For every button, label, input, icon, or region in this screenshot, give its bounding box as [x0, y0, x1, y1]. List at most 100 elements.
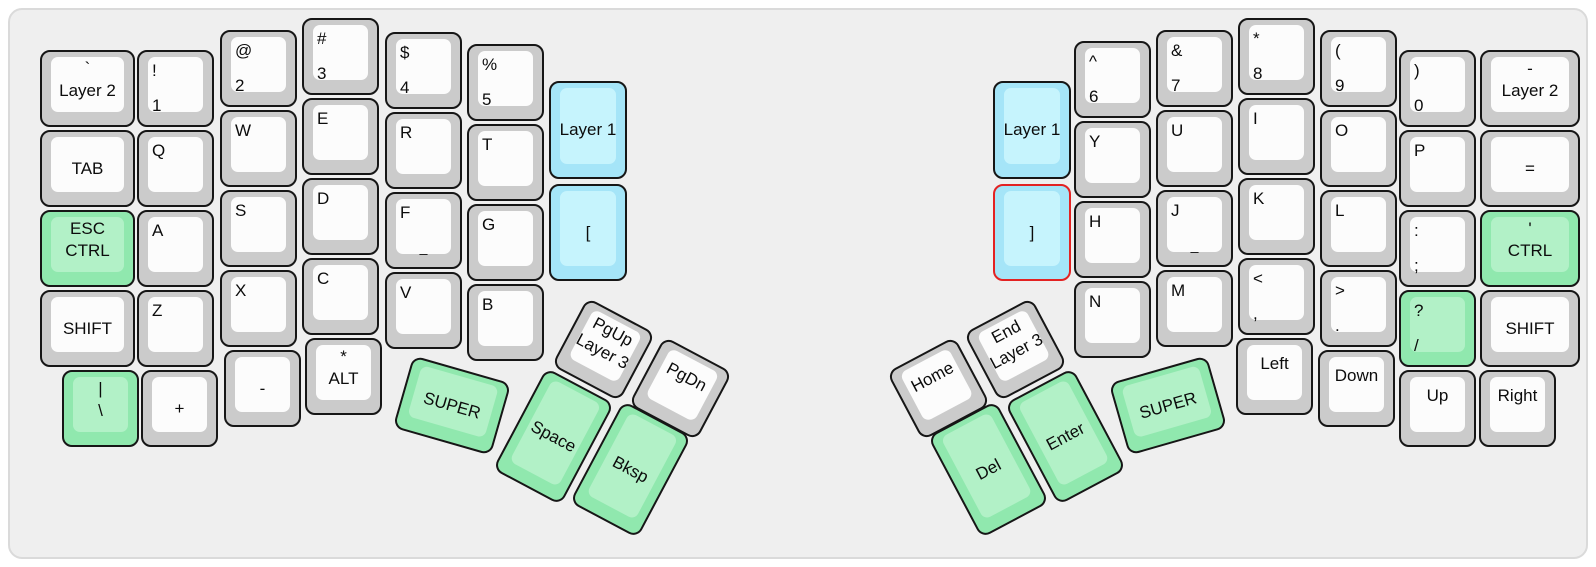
- keycap-top: [313, 105, 368, 160]
- key-at-2[interactable]: @2: [220, 30, 297, 107]
- key-b[interactable]: B: [467, 284, 544, 361]
- key-p[interactable]: P: [1399, 130, 1476, 207]
- keycap-top: [148, 57, 203, 112]
- key-label: Down: [1334, 366, 1379, 385]
- key-i[interactable]: I: [1238, 98, 1315, 175]
- key-shift-left[interactable]: SHIFT: [40, 290, 135, 367]
- key-label: *: [1253, 29, 1260, 48]
- keycap-top: [1004, 191, 1060, 266]
- keycap-top: [51, 57, 124, 112]
- key-shift-right[interactable]: SHIFT: [1480, 290, 1580, 367]
- key-label: -: [259, 379, 266, 398]
- key-k[interactable]: K: [1238, 178, 1315, 255]
- key-label: .: [1335, 316, 1340, 335]
- key-label: =: [1525, 159, 1535, 178]
- key-x[interactable]: X: [220, 270, 297, 347]
- key-hash-3[interactable]: #3: [302, 18, 379, 95]
- key-u[interactable]: U: [1156, 110, 1233, 187]
- key-left[interactable]: Left: [1236, 338, 1313, 415]
- key-label: S: [235, 201, 247, 220]
- key-g[interactable]: G: [467, 204, 544, 281]
- key-label: H: [1089, 212, 1102, 231]
- key-s[interactable]: S: [220, 190, 297, 267]
- key-q[interactable]: Q: [137, 130, 214, 207]
- key-up[interactable]: Up: [1399, 370, 1476, 447]
- key-w[interactable]: W: [220, 110, 297, 187]
- key-label: O: [1335, 121, 1349, 140]
- key-e[interactable]: E: [302, 98, 379, 175]
- key-down[interactable]: Down: [1318, 350, 1395, 427]
- key-equals[interactable]: =: [1480, 130, 1580, 207]
- key-label: Layer 2: [1501, 81, 1559, 100]
- keycap-top: [1249, 185, 1304, 240]
- key-comma[interactable]: <,: [1238, 258, 1315, 335]
- key-caret-6[interactable]: ^6: [1074, 41, 1151, 118]
- key-t[interactable]: T: [467, 124, 544, 201]
- key-semicolon[interactable]: :;: [1399, 210, 1476, 287]
- keycap-top: [1249, 25, 1304, 80]
- key-j[interactable]: J_: [1156, 190, 1233, 267]
- key-y[interactable]: Y: [1074, 121, 1151, 198]
- keycap-top: [1331, 117, 1386, 172]
- key-v[interactable]: V: [385, 272, 462, 349]
- key-label: :: [1414, 221, 1419, 240]
- key-layer1-right[interactable]: Layer 1: [993, 81, 1071, 179]
- key-n[interactable]: N: [1074, 281, 1151, 358]
- keycap-top: [560, 88, 616, 164]
- key-label: ;: [1414, 256, 1419, 275]
- keycap-top: [396, 39, 451, 94]
- key-label: (: [1335, 41, 1341, 60]
- key-c[interactable]: C: [302, 258, 379, 335]
- key-asterisk-alt[interactable]: *ALT: [305, 338, 382, 415]
- key-super-left[interactable]: SUPER: [392, 355, 512, 456]
- key-label: `: [84, 59, 91, 78]
- keycap-top: [1247, 345, 1302, 400]
- key-label: #: [317, 29, 327, 48]
- key-h[interactable]: H: [1074, 201, 1151, 278]
- key-amp-7[interactable]: &7: [1156, 30, 1233, 107]
- key-label: [: [585, 223, 591, 242]
- key-plus[interactable]: +: [141, 370, 218, 447]
- key-dollar-4[interactable]: $4: [385, 32, 462, 109]
- key-label: SHIFT: [62, 319, 113, 338]
- key-lbracket[interactable]: [: [549, 184, 627, 281]
- key-pipe-backslash[interactable]: |\: [62, 370, 139, 447]
- key-tab[interactable]: TAB: [40, 130, 135, 207]
- key-label: -: [1527, 59, 1533, 78]
- key-o[interactable]: O: [1320, 110, 1397, 187]
- key-quote-ctrl[interactable]: 'CTRL: [1480, 210, 1580, 287]
- key-layer1-left[interactable]: Layer 1: [549, 81, 627, 179]
- key-label: P: [1414, 141, 1426, 160]
- key-label: Up: [1426, 386, 1449, 405]
- keycap-top: [148, 137, 203, 192]
- key-exclam-1[interactable]: !1: [137, 50, 214, 127]
- keycap-top: [73, 377, 128, 432]
- key-l[interactable]: L: [1320, 190, 1397, 267]
- key-right[interactable]: Right: [1479, 370, 1556, 447]
- key-d[interactable]: D: [302, 178, 379, 255]
- keycap-top: [1410, 217, 1465, 272]
- key-minus-left[interactable]: -: [224, 350, 301, 427]
- keycap-top: [316, 345, 371, 400]
- key-z[interactable]: Z: [137, 290, 214, 367]
- key-percent-5[interactable]: %5: [467, 44, 544, 121]
- key-f[interactable]: F_: [385, 192, 462, 269]
- keycap-top: [396, 279, 451, 334]
- key-m[interactable]: M: [1156, 270, 1233, 347]
- key-r[interactable]: R: [385, 112, 462, 189]
- key-question-slash[interactable]: ?/: [1399, 290, 1476, 367]
- key-asterisk-8[interactable]: *8: [1238, 18, 1315, 95]
- key-grave-layer2[interactable]: `Layer 2: [40, 50, 135, 127]
- key-label: N: [1089, 292, 1102, 311]
- key-a[interactable]: A: [137, 210, 214, 287]
- keycap-top: [1249, 105, 1304, 160]
- key-period[interactable]: >.: [1320, 270, 1397, 347]
- key-paren-9[interactable]: (9: [1320, 30, 1397, 107]
- key-label: 1: [152, 96, 162, 115]
- key-minus-layer2[interactable]: - Layer 2: [1480, 50, 1580, 127]
- key-super-right[interactable]: SUPER: [1108, 355, 1228, 456]
- key-rbracket[interactable]: ]: [993, 184, 1071, 281]
- key-paren-0[interactable]: )0: [1399, 50, 1476, 127]
- key-label: CTRL: [1507, 241, 1553, 260]
